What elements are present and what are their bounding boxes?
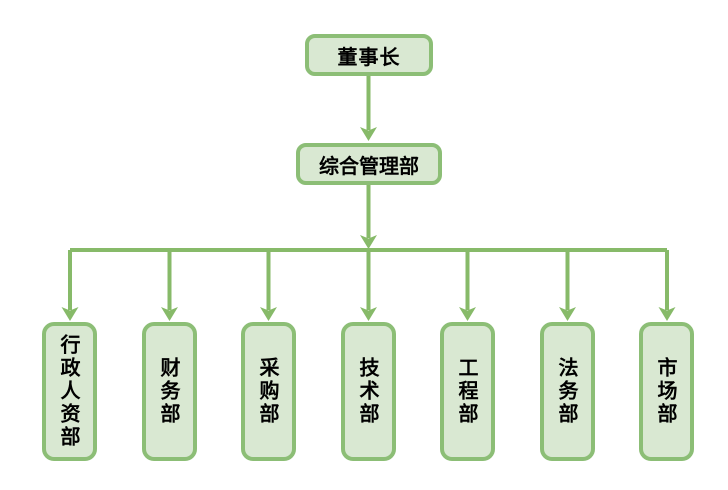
arrowhead-down-icon	[360, 307, 377, 321]
node-dept-technology[interactable]: 技术部	[341, 322, 396, 461]
node-dept-label: 行政人资部	[57, 334, 81, 449]
node-general-management[interactable]: 综合管理部	[296, 143, 442, 185]
arrowhead-down-icon	[658, 307, 676, 321]
arrowhead-down-icon	[260, 307, 277, 321]
node-dept-label: 法务部	[555, 357, 579, 426]
arrowhead-down-icon	[360, 127, 377, 141]
node-chairman-label: 董事长	[337, 44, 401, 69]
node-chairman[interactable]: 董事长	[305, 34, 433, 76]
node-dept-label: 采购部	[256, 357, 280, 426]
node-dept-finance[interactable]: 财务部	[142, 322, 197, 461]
connector-bus-to-dept-1	[161, 250, 178, 321]
connector-bus-to-dept-4	[459, 250, 476, 321]
connector-manager-to-bus	[360, 185, 377, 249]
node-dept-label: 工程部	[455, 357, 479, 426]
arrowhead-down-icon	[161, 307, 178, 321]
node-dept-label: 市场部	[654, 357, 678, 426]
node-dept-procurement[interactable]: 采购部	[241, 322, 296, 461]
connector-bus-to-dept-2	[260, 250, 277, 321]
arrowhead-down-icon	[559, 307, 576, 321]
node-dept-marketing[interactable]: 市场部	[639, 322, 694, 461]
connector-bus-to-dept-6	[658, 250, 676, 321]
arrowhead-down-icon	[360, 235, 377, 249]
node-general-management-label: 综合管理部	[319, 153, 419, 178]
connector-root-to-manager	[360, 76, 377, 141]
node-dept-legal[interactable]: 法务部	[540, 322, 595, 461]
arrowhead-down-icon	[459, 307, 476, 321]
connector-bus-to-dept-0	[61, 250, 79, 321]
connector-bus-to-dept-3	[360, 250, 377, 321]
arrowhead-down-icon	[61, 307, 79, 321]
node-dept-admin-hr[interactable]: 行政人资部	[42, 322, 97, 461]
node-dept-engineering[interactable]: 工程部	[440, 322, 495, 461]
node-dept-label: 财务部	[157, 357, 181, 426]
connector-bus-to-dept-5	[559, 250, 576, 321]
node-dept-label: 技术部	[356, 357, 380, 426]
